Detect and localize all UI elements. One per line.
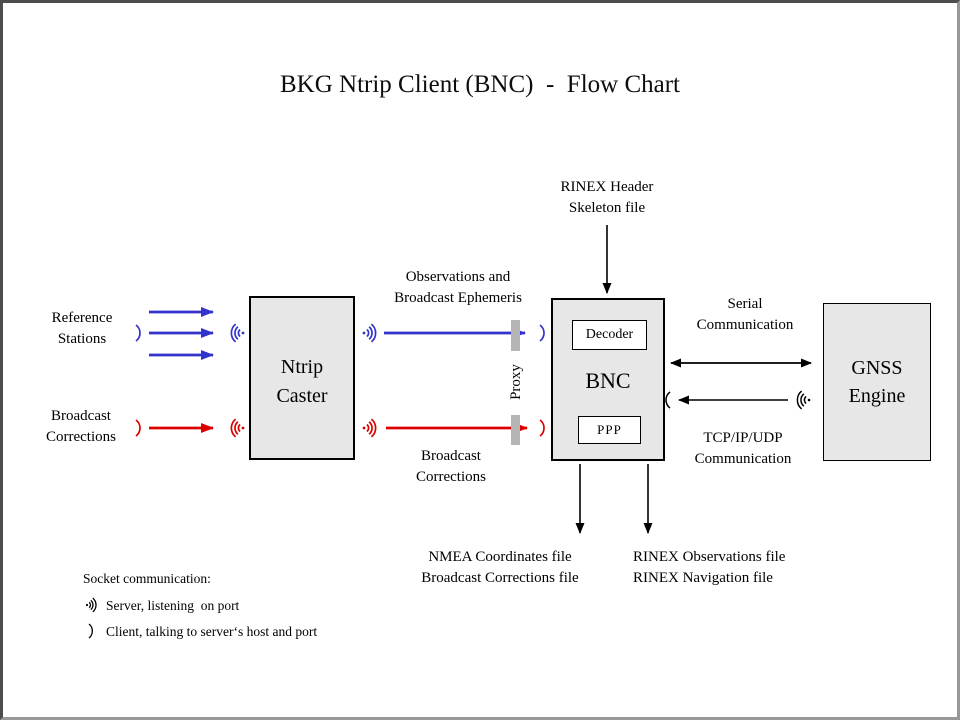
- rinex-output-label: RINEX Observations file RINEX Navigation…: [633, 549, 786, 586]
- proxy-bar: [511, 320, 520, 351]
- gnss-engine-label: GNSS Engine: [848, 357, 906, 407]
- server-socket-icon: [230, 323, 245, 343]
- bnc-label: BNC: [585, 368, 631, 393]
- page-title: BKG Ntrip Client (BNC) - Flow Chart: [280, 71, 680, 98]
- legend-server-socket-icon: [85, 597, 97, 613]
- server-socket-icon: [362, 323, 377, 343]
- legend-server-text: Server, listening on port: [106, 598, 240, 613]
- node-ntrip-caster: Ntrip Caster: [249, 296, 355, 460]
- proxy-bar: [511, 415, 520, 445]
- node-decoder: Decoder: [572, 320, 647, 350]
- tcpip-comm-label: TCP/IP/UDP Communication: [694, 430, 792, 467]
- ntrip-caster-label: Ntrip Caster: [276, 356, 328, 407]
- node-ppp: PPP: [578, 416, 641, 444]
- server-socket-icon: [796, 390, 811, 410]
- legend-client-text: Client, talking to server‘s host and por…: [106, 624, 318, 639]
- proxy-label: Proxy: [508, 364, 524, 400]
- server-socket-icon: [362, 418, 377, 438]
- node-bnc: Decoder BNC PPP: [551, 298, 665, 461]
- reference-stations-arrows: [149, 307, 214, 360]
- rinex-header-label: RINEX Header Skeleton file: [560, 179, 654, 216]
- legend-client-socket-icon: [88, 623, 93, 639]
- server-socket-icon: [230, 418, 245, 438]
- node-gnss-engine: GNSS Engine: [823, 303, 931, 461]
- client-socket-icon: [539, 324, 545, 342]
- client-socket-icon: [539, 419, 545, 437]
- nmea-output-label: NMEA Coordinates file Broadcast Correcti…: [421, 549, 579, 586]
- client-socket-icon: [665, 391, 671, 409]
- decoder-label: Decoder: [585, 327, 634, 342]
- legend-title: Socket communication:: [83, 571, 211, 586]
- broadcast-corrections-input-label: Broadcast Corrections: [46, 408, 116, 445]
- serial-comm-label: Serial Communication: [696, 296, 794, 333]
- reference-stations-label: Reference Stations: [51, 310, 113, 347]
- broadcast-corrections-stream-label: Broadcast Corrections: [416, 448, 486, 485]
- ppp-label: PPP: [597, 422, 622, 437]
- observations-ephemeris-label: Observations and Broadcast Ephemeris: [394, 269, 522, 306]
